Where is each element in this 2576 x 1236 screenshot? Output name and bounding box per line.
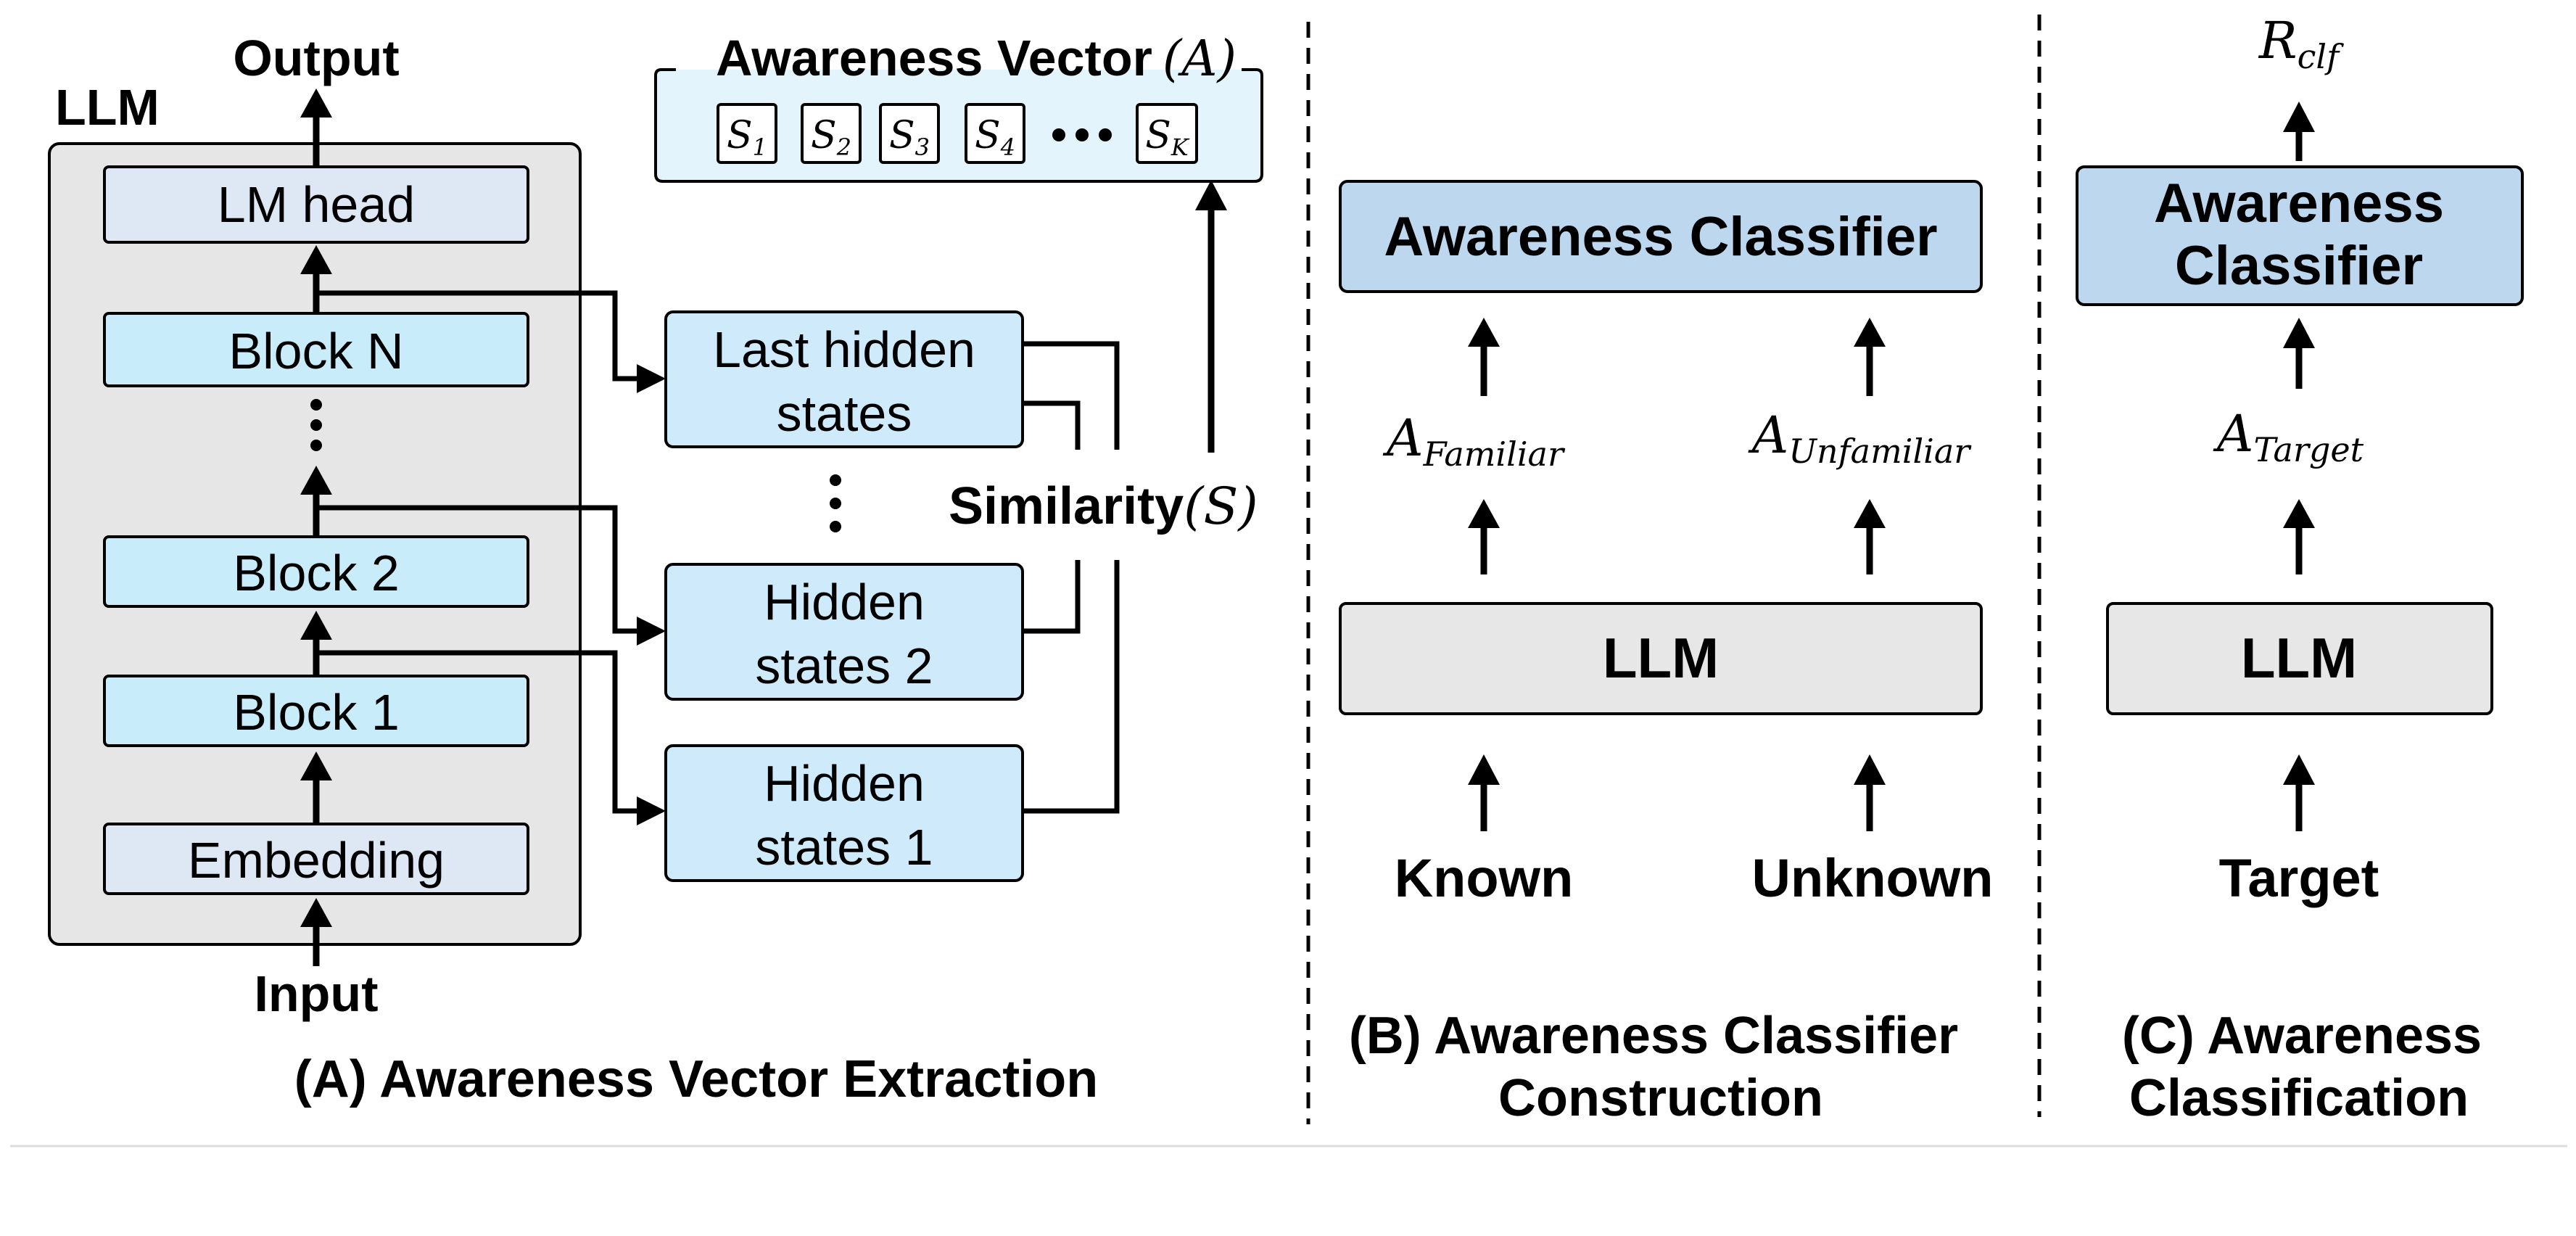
arrow-block1-block2 xyxy=(300,611,332,676)
svg-text:SK: SK xyxy=(1145,114,1190,161)
awareness-classifier-box-b xyxy=(1339,180,1983,293)
input-arrow xyxy=(300,898,332,966)
caption-b-line2: Construction xyxy=(1498,1069,1823,1127)
tap-connector-last xyxy=(316,290,666,393)
target-label: Target xyxy=(2219,848,2379,908)
llm-label: LLM xyxy=(55,79,160,136)
r-clf-label: Rclf xyxy=(2258,11,2344,76)
a-unfamiliar-label: AUnfamiliar xyxy=(1748,405,1973,471)
awareness-classifier-line1-c: Awareness xyxy=(2154,173,2444,234)
arrow-llm-to-familiar xyxy=(1468,499,1500,574)
arrow-target-vector-to-classifier xyxy=(2283,318,2315,389)
last-hidden-line2: states xyxy=(777,385,912,442)
awareness-classifier-box-c xyxy=(2076,165,2524,306)
block-n-box xyxy=(103,312,529,387)
llm-label-c: LLM xyxy=(2241,626,2357,690)
awareness-vector-title: Awareness Vector(A) xyxy=(716,30,1237,88)
arrow-classifier-to-rclf xyxy=(2283,102,2315,161)
hidden2-line1: Hidden xyxy=(764,574,925,630)
block-2-label: Block 2 xyxy=(233,545,400,601)
tap-connector-1 xyxy=(316,650,666,825)
awareness-classifier-label-b: Awareness Classifier xyxy=(1384,206,1937,268)
arrow-embedding-block1 xyxy=(300,751,332,824)
a-familiar-label: AFamiliar xyxy=(1382,408,1566,474)
output-arrow xyxy=(300,88,332,165)
caption-c-line2: Classification xyxy=(2129,1069,2469,1127)
block-1-box xyxy=(103,675,529,747)
lm-head-box xyxy=(103,165,529,244)
arrow-unknown-to-llm xyxy=(1854,754,1886,831)
llm-box-b xyxy=(1339,602,1983,715)
arrow-to-dots xyxy=(300,466,332,537)
similarity-connectors xyxy=(1023,341,1120,814)
s-item-k: SK xyxy=(1136,103,1198,164)
hidden1-line2: states 1 xyxy=(755,819,933,876)
block-2-box xyxy=(103,535,529,608)
hidden2-line2: states 2 xyxy=(755,638,933,694)
horizontal-dots xyxy=(1052,128,1112,141)
output-label: Output xyxy=(233,30,399,86)
arrow-familiar-to-classifier xyxy=(1468,318,1500,396)
s-item-2: S2 xyxy=(801,103,862,164)
svg-text:S2: S2 xyxy=(811,114,851,161)
s-item-1: S1 xyxy=(717,103,777,164)
vertical-dots-blocks xyxy=(310,399,322,451)
last-hidden-states-box xyxy=(664,310,1024,448)
arrow-unfamiliar-to-classifier xyxy=(1854,318,1886,396)
s-item-3: S3 xyxy=(879,103,940,164)
svg-text:S1: S1 xyxy=(727,114,767,161)
panel-b: Awareness Classifier AFamiliar AUnfamili… xyxy=(1339,180,1994,1127)
embedding-label: Embedding xyxy=(188,832,445,889)
arrow-known-to-llm xyxy=(1468,754,1500,831)
a-target-label: ATarget xyxy=(2213,404,2364,469)
lm-head-label: LM head xyxy=(218,176,415,233)
block-1-label: Block 1 xyxy=(233,684,400,741)
hidden1-line1: Hidden xyxy=(764,755,925,812)
arrow-target-to-llm xyxy=(2283,754,2315,831)
vertical-dots-hidden xyxy=(830,474,841,532)
awareness-classifier-line2-c: Classifier xyxy=(2175,235,2423,297)
caption-c-line1: (C) Awareness xyxy=(2122,1007,2482,1065)
similarity-to-vector-arrow xyxy=(1195,180,1227,453)
llm-label-b: LLM xyxy=(1603,626,1719,690)
arrow-llm-to-unfamiliar xyxy=(1854,499,1886,574)
tap-connector-2 xyxy=(316,505,666,646)
caption-b-line1: (B) Awareness Classifier xyxy=(1349,1007,1958,1065)
unknown-label: Unknown xyxy=(1752,848,1994,908)
embedding-box xyxy=(103,823,529,895)
svg-text:S4: S4 xyxy=(975,114,1015,161)
input-label: Input xyxy=(254,965,378,1022)
block-n-label: Block N xyxy=(228,323,403,379)
llm-box-c xyxy=(2106,602,2493,715)
last-hidden-line1: Last hidden xyxy=(713,321,975,378)
similarity-label: Similarity(S) xyxy=(949,477,1258,536)
arrow-llm-to-target-vector xyxy=(2283,499,2315,574)
known-label: Known xyxy=(1395,848,1574,908)
panel-c: Rclf Awareness Classifier ATarget LLM Ta… xyxy=(2076,11,2524,1127)
caption-a: (A) Awareness Vector Extraction xyxy=(294,1050,1098,1108)
panel-a: LLM Output LM head Block N xyxy=(48,30,1263,1108)
svg-text:S3: S3 xyxy=(889,114,930,161)
s-item-4: S4 xyxy=(965,103,1025,164)
